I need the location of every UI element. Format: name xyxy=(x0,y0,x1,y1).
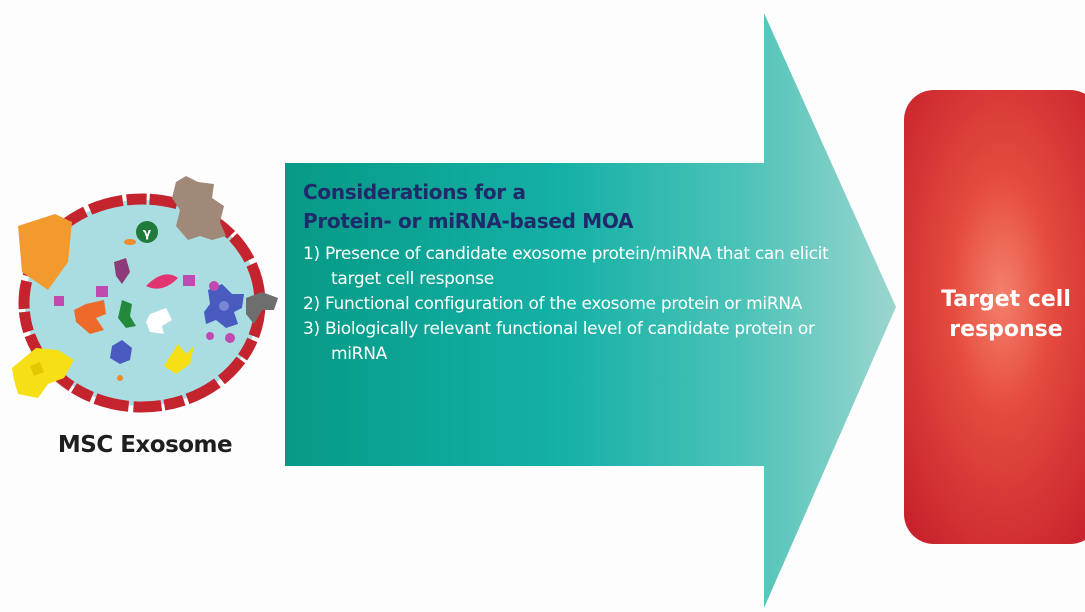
yellow-wedge-protein xyxy=(164,344,194,374)
small-orange-molecule xyxy=(124,239,136,245)
green-protein xyxy=(118,300,136,328)
gamma-symbol: γ xyxy=(143,226,151,240)
tiny-orange-molecule xyxy=(117,375,123,381)
consideration-item-2: 2) Functional configuration of the exoso… xyxy=(303,294,803,314)
white-protein xyxy=(146,308,172,334)
yellow-protein xyxy=(12,348,74,398)
gamma-molecule xyxy=(136,221,158,243)
magenta-square-2 xyxy=(183,275,195,286)
process-arrow xyxy=(285,13,896,608)
considerations-block: Considerations for a Protein- or miRNA-b… xyxy=(303,178,863,367)
blue-flower-protein xyxy=(110,340,132,364)
exosome-label: MSC Exosome xyxy=(57,432,233,458)
target-cell-label: Target cell response xyxy=(918,285,1085,345)
purple-fragment xyxy=(114,258,130,284)
grey-protein xyxy=(246,292,278,324)
magenta-dot-2 xyxy=(225,333,235,343)
yellow-protein-detail xyxy=(30,362,44,376)
target-cell-box xyxy=(904,90,1085,544)
magenta-dot-3 xyxy=(206,332,214,340)
brown-protein xyxy=(172,176,226,240)
considerations-title: Considerations for a Protein- or miRNA-b… xyxy=(303,178,863,236)
considerations-title-line-1: Considerations for a xyxy=(303,180,526,204)
considerations-list: 1) Presence of candidate exosome protein… xyxy=(303,242,863,367)
orange-c-protein xyxy=(74,300,106,334)
consideration-item-3: 3) Biologically relevant functional leve… xyxy=(303,319,815,364)
exosome-lumen xyxy=(25,200,259,406)
magenta-square-3 xyxy=(54,296,64,306)
orange-protein xyxy=(18,214,72,290)
considerations-title-line-2: Protein- or miRNA-based MOA xyxy=(303,209,634,233)
target-label-line-1: Target cell xyxy=(941,287,1071,312)
blue-protein-core xyxy=(219,301,229,311)
msc-exosome-illustration: γ xyxy=(12,176,278,413)
target-label-line-2: response xyxy=(949,317,1063,342)
pink-leaf xyxy=(146,274,178,289)
magenta-square-1 xyxy=(96,286,108,297)
magenta-dot-1 xyxy=(209,281,219,291)
consideration-item-1: 1) Presence of candidate exosome protein… xyxy=(303,244,829,289)
